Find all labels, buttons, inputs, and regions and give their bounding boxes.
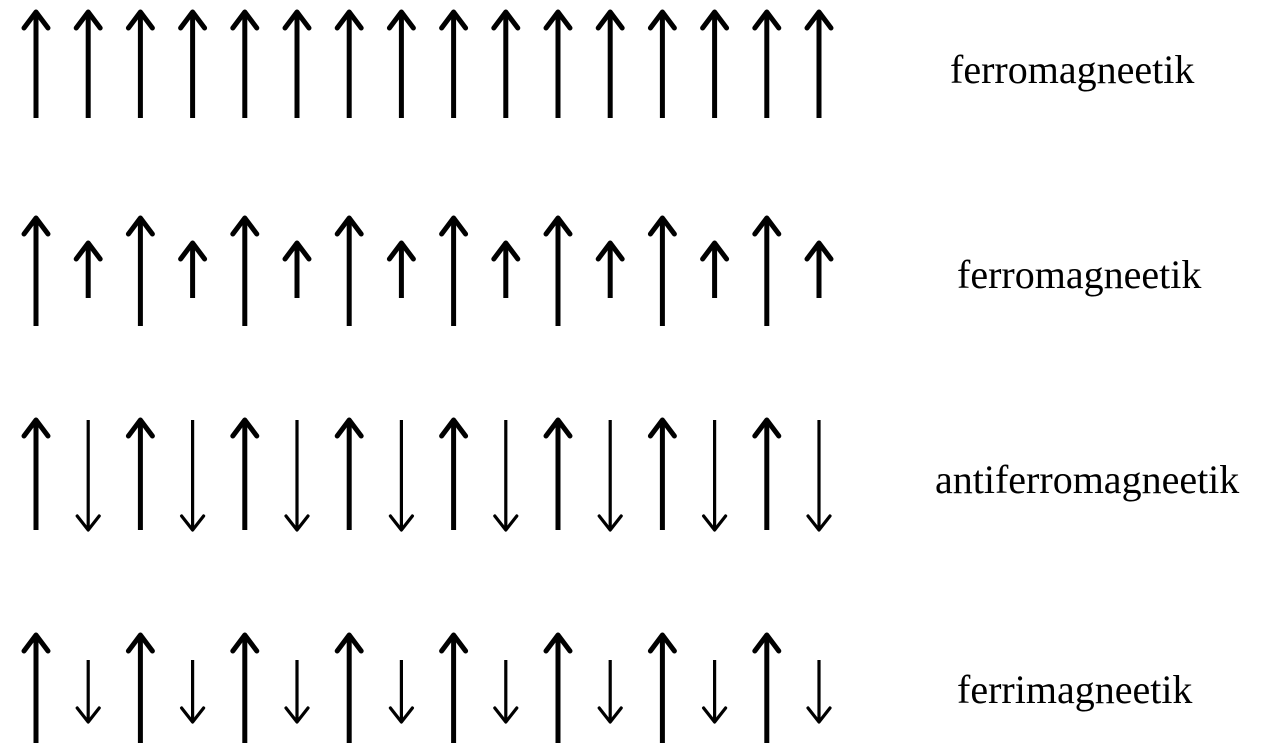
spin-arrow-up-icon <box>439 417 469 530</box>
spin-arrow-up-icon <box>230 417 260 530</box>
row-label-antiferromagnetic: antiferromagneetik <box>935 457 1240 502</box>
spin-arrow-down-icon <box>701 660 728 724</box>
spin-arrow-up-icon <box>647 632 677 743</box>
spin-arrow-down-icon <box>493 660 519 724</box>
spin-arrow-up-icon <box>543 632 573 743</box>
spin-arrow-down-icon <box>493 420 519 532</box>
spin-arrow-down-icon <box>701 420 728 532</box>
spin-arrow-up-icon <box>752 215 782 326</box>
spin-arrow-up-icon <box>752 417 782 530</box>
row-label-ferromagnetic: ferromagneetik <box>950 47 1195 92</box>
spin-arrow-up-icon <box>230 632 260 743</box>
spin-arrows <box>21 9 834 743</box>
spin-arrow-up-icon <box>73 9 103 118</box>
spin-arrow-down-icon <box>75 420 101 532</box>
spin-arrow-up-icon <box>125 9 155 118</box>
spin-arrow-down-icon <box>284 660 310 724</box>
spin-arrow-up-icon <box>282 9 312 118</box>
spin-arrow-up-icon <box>543 417 573 530</box>
spin-arrow-up-icon <box>439 632 469 743</box>
spin-arrow-up-icon <box>595 9 625 118</box>
spin-arrow-up-icon <box>491 240 521 298</box>
spin-arrow-up-icon <box>334 9 364 118</box>
spin-arrow-up-icon <box>386 9 416 118</box>
spin-arrow-up-icon <box>595 240 625 298</box>
spin-arrow-up-icon <box>230 215 260 326</box>
spin-arrow-up-icon <box>804 240 834 298</box>
spin-arrow-up-icon <box>647 9 677 118</box>
spin-arrow-up-icon <box>282 240 312 298</box>
spin-arrow-up-icon <box>700 9 730 118</box>
spin-arrow-down-icon <box>597 660 623 724</box>
spin-arrow-up-icon <box>334 417 364 530</box>
spin-arrow-down-icon <box>75 660 101 724</box>
spin-arrow-up-icon <box>125 215 155 326</box>
spin-arrow-up-icon <box>21 215 51 326</box>
spin-arrow-up-icon <box>125 417 155 530</box>
spin-arrow-up-icon <box>543 215 573 326</box>
spin-arrow-up-icon <box>21 417 51 530</box>
spin-arrow-up-icon <box>334 632 364 743</box>
spin-arrow-up-icon <box>439 9 469 118</box>
spin-arrow-down-icon <box>806 420 832 532</box>
spin-arrow-up-icon <box>752 9 782 118</box>
spin-arrow-up-icon <box>647 417 677 530</box>
row-label-ferromagnetic-unequal: ferromagneetik <box>957 252 1202 297</box>
spin-arrow-up-icon <box>804 9 834 118</box>
row-label-ferrimagnetic: ferrimagneetik <box>957 667 1193 712</box>
spin-arrow-down-icon <box>180 420 206 532</box>
spin-arrow-up-icon <box>178 240 208 298</box>
spin-arrow-down-icon <box>388 420 414 532</box>
spin-arrow-up-icon <box>73 240 103 298</box>
spin-arrow-up-icon <box>439 215 469 326</box>
spin-arrow-down-icon <box>180 660 206 724</box>
spin-arrow-up-icon <box>647 215 677 326</box>
spin-arrow-up-icon <box>125 632 155 743</box>
spin-arrow-up-icon <box>21 9 51 118</box>
spin-arrow-down-icon <box>806 660 832 724</box>
spin-arrow-down-icon <box>284 420 310 532</box>
spin-arrow-up-icon <box>230 9 260 118</box>
spin-arrow-up-icon <box>21 632 51 743</box>
spin-arrow-up-icon <box>178 9 208 118</box>
spin-arrow-up-icon <box>543 9 573 118</box>
spin-arrow-down-icon <box>597 420 623 532</box>
spin-arrow-down-icon <box>388 660 414 724</box>
spin-arrow-up-icon <box>752 632 782 743</box>
spin-arrow-up-icon <box>700 240 730 298</box>
spin-arrow-up-icon <box>386 240 416 298</box>
spin-arrow-up-icon <box>334 215 364 326</box>
spin-arrow-up-icon <box>491 9 521 118</box>
